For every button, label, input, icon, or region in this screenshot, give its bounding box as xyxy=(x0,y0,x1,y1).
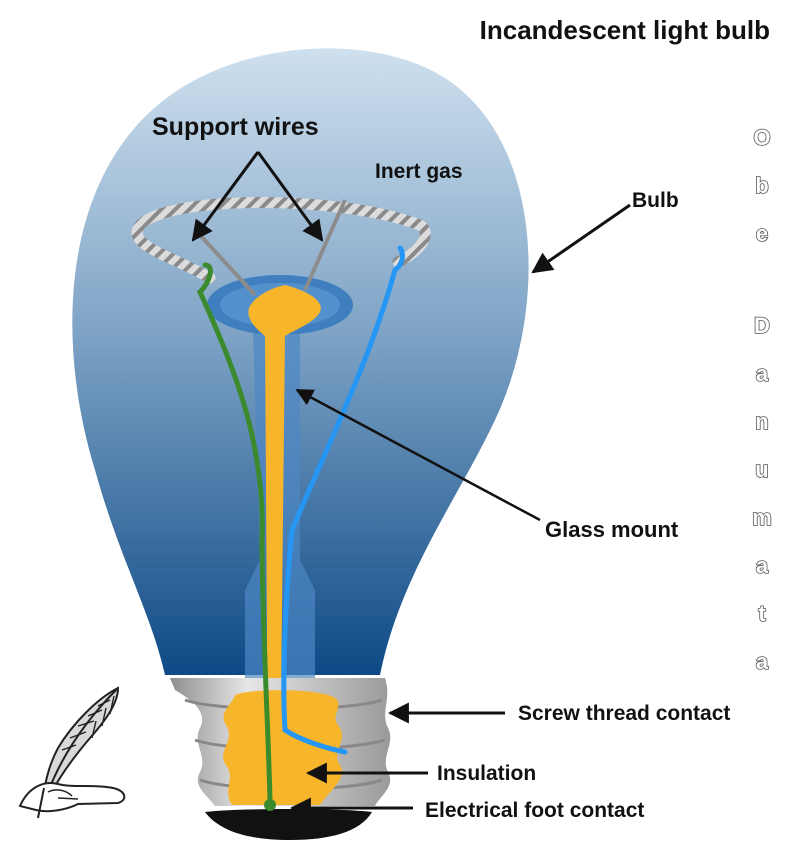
support-wire-lines xyxy=(198,199,347,297)
bulb-arrow xyxy=(531,203,631,274)
label-insulation: Insulation xyxy=(437,762,536,785)
green-lead-wire xyxy=(197,262,273,803)
watermark-letter: n xyxy=(755,409,768,434)
support-wires-arrows xyxy=(191,151,324,242)
label-bulb: Bulb xyxy=(632,189,679,212)
label-glass-mount: Glass mount xyxy=(545,517,679,542)
glass-mount-arrow xyxy=(295,388,541,522)
blue-lead-wire xyxy=(281,245,405,755)
watermark-letter: a xyxy=(756,553,769,578)
watermark-letter: u xyxy=(755,457,768,482)
label-screw-thread-contact: Screw thread contact xyxy=(518,702,730,725)
watermark-letter: a xyxy=(756,649,769,674)
watermark-letter: a xyxy=(756,361,769,386)
label-support-wires: Support wires xyxy=(152,113,319,141)
quill-pen-hand-icon xyxy=(18,686,126,819)
watermark-letter: m xyxy=(752,505,772,530)
watermark-letter: b xyxy=(755,173,768,198)
watermark-letter: e xyxy=(756,221,768,246)
glass-mount xyxy=(248,285,321,790)
filament-coil xyxy=(131,197,431,284)
watermark-vertical: O b e D a n u m a t a xyxy=(751,124,772,675)
watermark-letter: O xyxy=(753,125,770,150)
label-electrical-foot-contact: Electrical foot contact xyxy=(425,799,644,822)
label-inert-gas: Inert gas xyxy=(375,160,463,183)
electrical-foot-contact xyxy=(205,809,372,840)
diagram-title: Incandescent light bulb xyxy=(480,15,770,45)
watermark-letter: D xyxy=(754,313,770,338)
watermark-letter: t xyxy=(758,601,766,626)
